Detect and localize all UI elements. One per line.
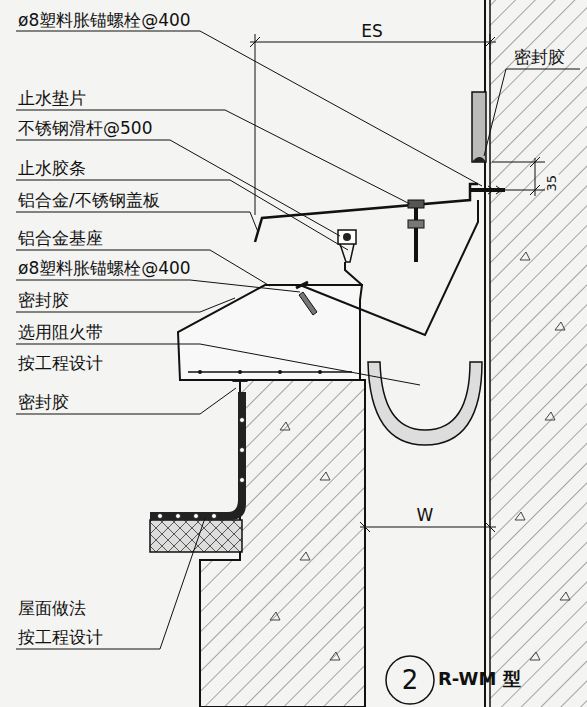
callout-text: 密封胶: [514, 48, 565, 67]
sealant-block: [472, 92, 486, 162]
detail-number: 2: [402, 666, 419, 695]
dimension-value: 35: [545, 175, 559, 192]
callout-text: 止水胶条: [18, 159, 86, 178]
callout-text: 铝合金/不锈钢盖板: [18, 191, 160, 210]
detail-title: R-WM 型: [438, 669, 521, 689]
waterproof-membrane: [150, 392, 246, 520]
callout-text: ø8塑料胀锚螺栓@400: [18, 259, 191, 278]
roof-insulation: [150, 520, 242, 552]
dimension-es: [250, 34, 496, 215]
fire-band: [368, 362, 482, 445]
detail-circle: [386, 656, 434, 704]
callout-text: 密封胶: [18, 291, 69, 310]
callout-text: 止水垫片: [18, 89, 86, 108]
callout-text: 铝合金基座: [18, 229, 103, 248]
dimension-value: ES: [361, 22, 383, 41]
base-wing: [300, 200, 478, 335]
dimension-35: [492, 157, 545, 196]
callout-text: 不锈钢滑杆@500: [18, 119, 152, 138]
dimension-value: W: [417, 506, 434, 525]
cover-plate: [255, 184, 478, 242]
slide-rod: [338, 230, 356, 244]
concrete-wall: [490, 0, 587, 707]
callout-text: 屋面做法: [18, 599, 86, 618]
callout-text: ø8塑料胀锚螺栓@400: [18, 11, 191, 30]
leader-lines: [16, 31, 580, 649]
callout-text: 按工程设计: [18, 628, 103, 647]
callout-text: 按工程设计: [18, 354, 103, 373]
callout-text: 选用阻火带: [18, 323, 103, 342]
callout-text: 密封胶: [18, 393, 69, 412]
washer: [408, 200, 424, 208]
